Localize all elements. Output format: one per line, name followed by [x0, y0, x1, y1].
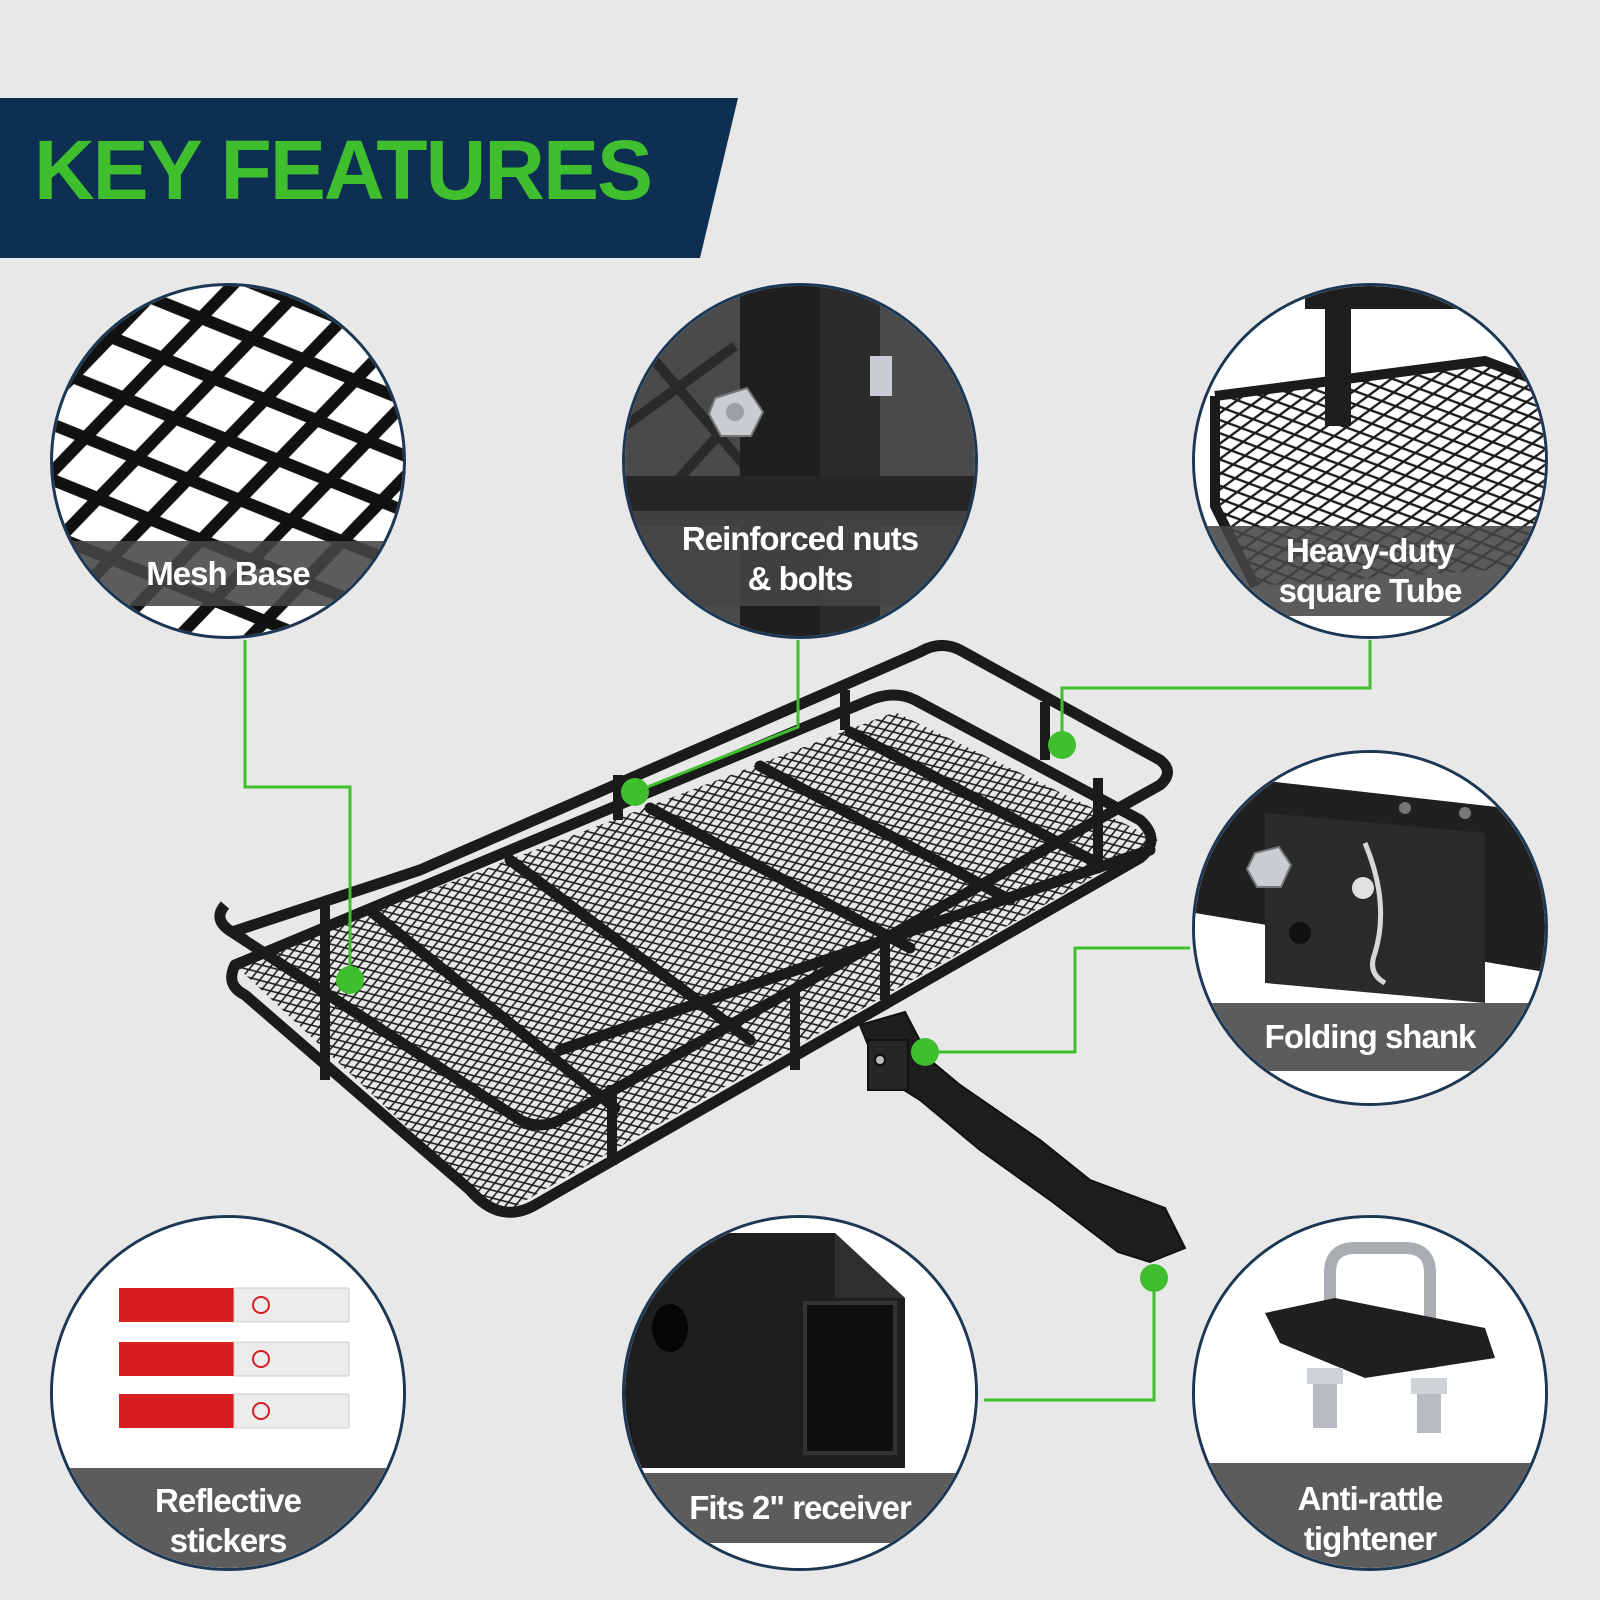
label-band: Heavy-duty square Tube: [1195, 526, 1545, 616]
feature-label-line1: Heavy-duty: [1286, 532, 1455, 569]
callout-receiver: Fits 2" receiver: [622, 1215, 978, 1571]
callout-nuts-bolts: Reinforced nuts & bolts: [622, 283, 978, 639]
feature-label-line2: stickers: [169, 1522, 288, 1559]
callout-tightener: Anti-rattle tightener: [1192, 1215, 1548, 1571]
callout-square-tube: Heavy-duty square Tube: [1192, 283, 1548, 639]
page-title: KEY FEATURES: [34, 123, 653, 217]
feature-label-line1: Anti-rattle: [1297, 1479, 1444, 1517]
feature-label-line1: Reinforced nuts: [681, 519, 919, 557]
callout-folding-shank: Folding shank: [1192, 750, 1548, 1106]
label-band: Reinforced nuts & bolts: [625, 511, 975, 606]
feature-label: Mesh Base: [146, 554, 310, 592]
header-banner: [0, 98, 738, 258]
connector-dots: [336, 731, 1168, 1292]
floor-frame: [226, 689, 1157, 1218]
top-rail: [214, 640, 1173, 1131]
feature-label-line2: tightener: [1303, 1519, 1437, 1557]
callout-reflective-stickers: Reflective stickers: [50, 1215, 406, 1571]
label-band: Reflective stickers: [53, 1468, 403, 1568]
label-band: Mesh Base: [53, 541, 403, 606]
hitch-shank: [858, 1010, 1187, 1264]
feature-label-line1: Reflective: [155, 1482, 302, 1519]
label-band: Fits 2" receiver: [625, 1473, 975, 1543]
label-band: Anti-rattle tightener: [1195, 1463, 1545, 1568]
feature-label: Fits 2" receiver: [689, 1489, 912, 1526]
feature-label-line2: & bolts: [747, 559, 854, 597]
uprights: [320, 690, 1103, 1165]
feature-label-line2: square Tube: [1278, 572, 1463, 609]
label-band: Folding shank: [1195, 1003, 1545, 1071]
feature-label: Folding shank: [1264, 1018, 1477, 1055]
callout-mesh-base: Mesh Base: [50, 283, 406, 639]
connector-lines: [243, 640, 1372, 1402]
